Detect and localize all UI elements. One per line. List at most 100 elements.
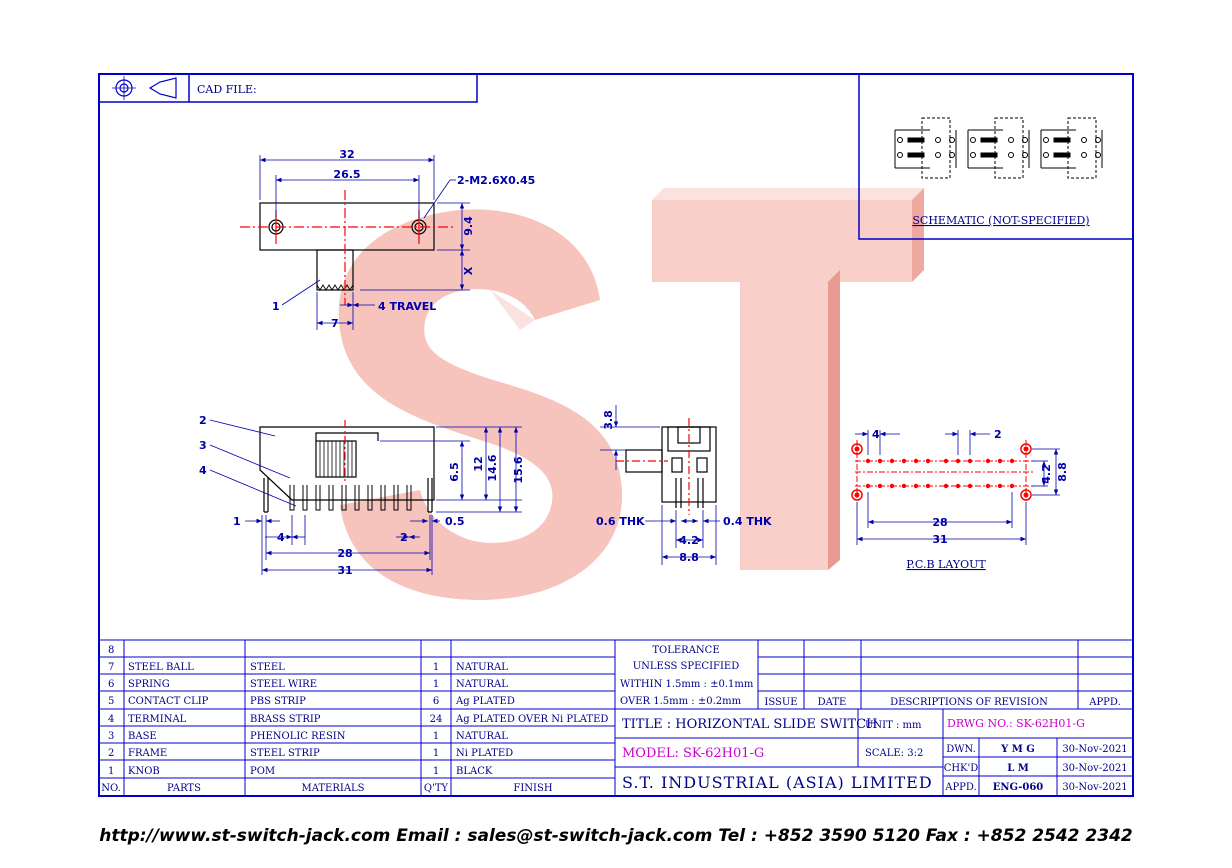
pcb-dim-8-8-label: 8.8 <box>1056 462 1069 482</box>
svg-text:PARTS: PARTS <box>167 783 201 794</box>
side-view <box>259 420 435 513</box>
svg-text:ENG-060: ENG-060 <box>993 782 1044 793</box>
svg-text:UNLESS SPECIFIED: UNLESS SPECIFIED <box>633 661 740 672</box>
svg-text:8: 8 <box>108 645 114 656</box>
svg-text:APPD.: APPD. <box>1088 697 1121 708</box>
dim-2-label: 2 <box>400 531 408 544</box>
screw-label: 2-M2.6X0.45 <box>457 174 535 187</box>
svg-text:TERMINAL: TERMINAL <box>128 714 187 725</box>
top-view <box>240 190 455 305</box>
bom-row: 5 CONTACT CLIP PBS STRIP 6 Ag PLATED <box>108 696 515 707</box>
revision-header: ISSUE DATE DESCRIPTIONS OF REVISION APPD… <box>764 697 1120 708</box>
svg-text:NATURAL: NATURAL <box>456 731 508 742</box>
svg-text:PBS STRIP: PBS STRIP <box>250 696 306 707</box>
watermark-st-logo <box>338 188 924 600</box>
pcb-layout <box>851 440 1035 501</box>
title-block-grid <box>99 639 1133 796</box>
svg-text:1: 1 <box>433 748 439 759</box>
svg-text:PHENOLIC RESIN: PHENOLIC RESIN <box>250 731 346 742</box>
unit-label: UNIT : mm <box>865 720 922 731</box>
svg-text:OVER 1.5mm : ±0.2mm: OVER 1.5mm : ±0.2mm <box>620 696 742 707</box>
svg-text:BRASS STRIP: BRASS STRIP <box>250 714 321 725</box>
part-3-label: 3 <box>199 439 207 452</box>
svg-text:ISSUE: ISSUE <box>764 697 797 708</box>
schematic-label: SCHEMATIC (NOT-SPECIFIED) <box>912 214 1089 227</box>
svg-text:30-Nov-2021: 30-Nov-2021 <box>1062 782 1127 793</box>
svg-text:3: 3 <box>108 731 114 742</box>
scale-label: SCALE: 3:2 <box>865 748 923 759</box>
svg-text:SPRING: SPRING <box>128 679 170 690</box>
tolerance-block: TOLERANCE UNLESS SPECIFIED WITHIN 1.5mm … <box>620 645 754 707</box>
svg-text:DESCRIPTIONS OF REVISION: DESCRIPTIONS OF REVISION <box>890 697 1048 708</box>
svg-text:30-Nov-2021: 30-Nov-2021 <box>1062 763 1127 774</box>
svg-text:6: 6 <box>433 696 439 707</box>
projection-icon <box>148 77 177 99</box>
dim-0-5-label: 0.5 <box>445 515 465 528</box>
svg-text:Ni PLATED: Ni PLATED <box>456 748 513 759</box>
dim-7-label: 7 <box>331 317 339 330</box>
top-view-dimensions <box>259 155 470 330</box>
svg-text:TOLERANCE: TOLERANCE <box>652 645 719 656</box>
svg-text:STEEL STRIP: STEEL STRIP <box>250 748 320 759</box>
drawing-number: DRWG NO.: SK-62H01-G <box>947 717 1085 730</box>
pcb-dimensions <box>855 430 1060 545</box>
dim-3-8-label: 3.8 <box>602 410 615 430</box>
svg-text:BASE: BASE <box>128 731 157 742</box>
contact-footer: http://www.st-switch-jack.com Email : sa… <box>99 826 1133 846</box>
end-view <box>616 418 717 515</box>
svg-text:Ag PLATED OVER Ni PLATED: Ag PLATED OVER Ni PLATED <box>455 714 608 725</box>
dim-28-label: 28 <box>337 547 352 560</box>
cad-file-label: CAD FILE: <box>197 83 257 96</box>
svg-text:STEEL: STEEL <box>250 662 285 673</box>
svg-text:NATURAL: NATURAL <box>456 679 508 690</box>
bom-table: 8 7 STEEL BALL STEEL 1 NATURAL 6 SPRING … <box>101 645 608 794</box>
dim-15-6-label: 15.6 <box>512 456 525 483</box>
dim-4-label: 4 <box>277 531 285 544</box>
svg-text:KNOB: KNOB <box>128 766 160 777</box>
dim-12-label: 12 <box>472 456 485 471</box>
dim-x-label: X <box>462 266 475 275</box>
svg-text:CONTACT CLIP: CONTACT CLIP <box>128 696 209 707</box>
bom-row: 8 <box>108 645 114 656</box>
svg-text:L M: L M <box>1007 763 1029 774</box>
part-4-label: 4 <box>199 464 207 477</box>
svg-text:STEEL BALL: STEEL BALL <box>128 662 194 673</box>
bom-row: 7 STEEL BALL STEEL 1 NATURAL <box>108 662 508 673</box>
side-view-dimensions <box>209 419 522 575</box>
dim-8-8-label: 8.8 <box>679 551 699 564</box>
svg-text:1: 1 <box>433 679 439 690</box>
svg-text:CHK'D: CHK'D <box>944 763 979 774</box>
bom-row: 1 KNOB POM 1 BLACK <box>108 766 493 777</box>
bom-row: 3 BASE PHENOLIC RESIN 1 NATURAL <box>108 731 508 742</box>
dim-6-5-label: 6.5 <box>448 462 461 482</box>
dim-4-2-label: 4.2 <box>679 534 699 547</box>
title-block: TITLE : HORIZONTAL SLIDE SWITCH UNIT : m… <box>622 717 1128 793</box>
svg-text:BLACK: BLACK <box>456 766 493 777</box>
end-view-dimensions <box>600 405 720 565</box>
svg-text:FRAME: FRAME <box>128 748 167 759</box>
svg-text:1: 1 <box>108 766 114 777</box>
pcb-dim-2-label: 2 <box>994 428 1002 441</box>
bom-header-row: NO. PARTS MATERIALS Q'TY FINISH <box>101 783 553 794</box>
svg-text:5: 5 <box>108 696 114 707</box>
svg-text:POM: POM <box>250 766 275 777</box>
svg-text:DATE: DATE <box>818 697 847 708</box>
pcb-dim-31-label: 31 <box>932 533 947 546</box>
svg-text:7: 7 <box>108 662 114 673</box>
thk-0-4-label: 0.4 THK <box>723 515 772 528</box>
dim-9-4-label: 9.4 <box>462 216 475 236</box>
thk-0-6-label: 0.6 THK <box>596 515 645 528</box>
bom-row: 6 SPRING STEEL WIRE 1 NATURAL <box>108 679 508 690</box>
svg-text:STEEL WIRE: STEEL WIRE <box>250 679 317 690</box>
pcb-layout-label: P.C.B LAYOUT <box>906 558 986 571</box>
svg-text:24: 24 <box>430 714 443 725</box>
company-name: S.T. INDUSTRIAL (ASIA) LIMITED <box>622 773 933 792</box>
drawing-title: TITLE : HORIZONTAL SLIDE SWITCH <box>622 717 877 732</box>
svg-text:MATERIALS: MATERIALS <box>301 783 364 794</box>
sheet-border <box>98 73 1134 797</box>
svg-text:NO.: NO. <box>101 783 121 794</box>
svg-text:WITHIN 1.5mm : ±0.1mm: WITHIN 1.5mm : ±0.1mm <box>620 679 754 690</box>
model-label: MODEL: SK-62H01-G <box>622 746 764 761</box>
dim-1-label: 1 <box>233 515 241 528</box>
